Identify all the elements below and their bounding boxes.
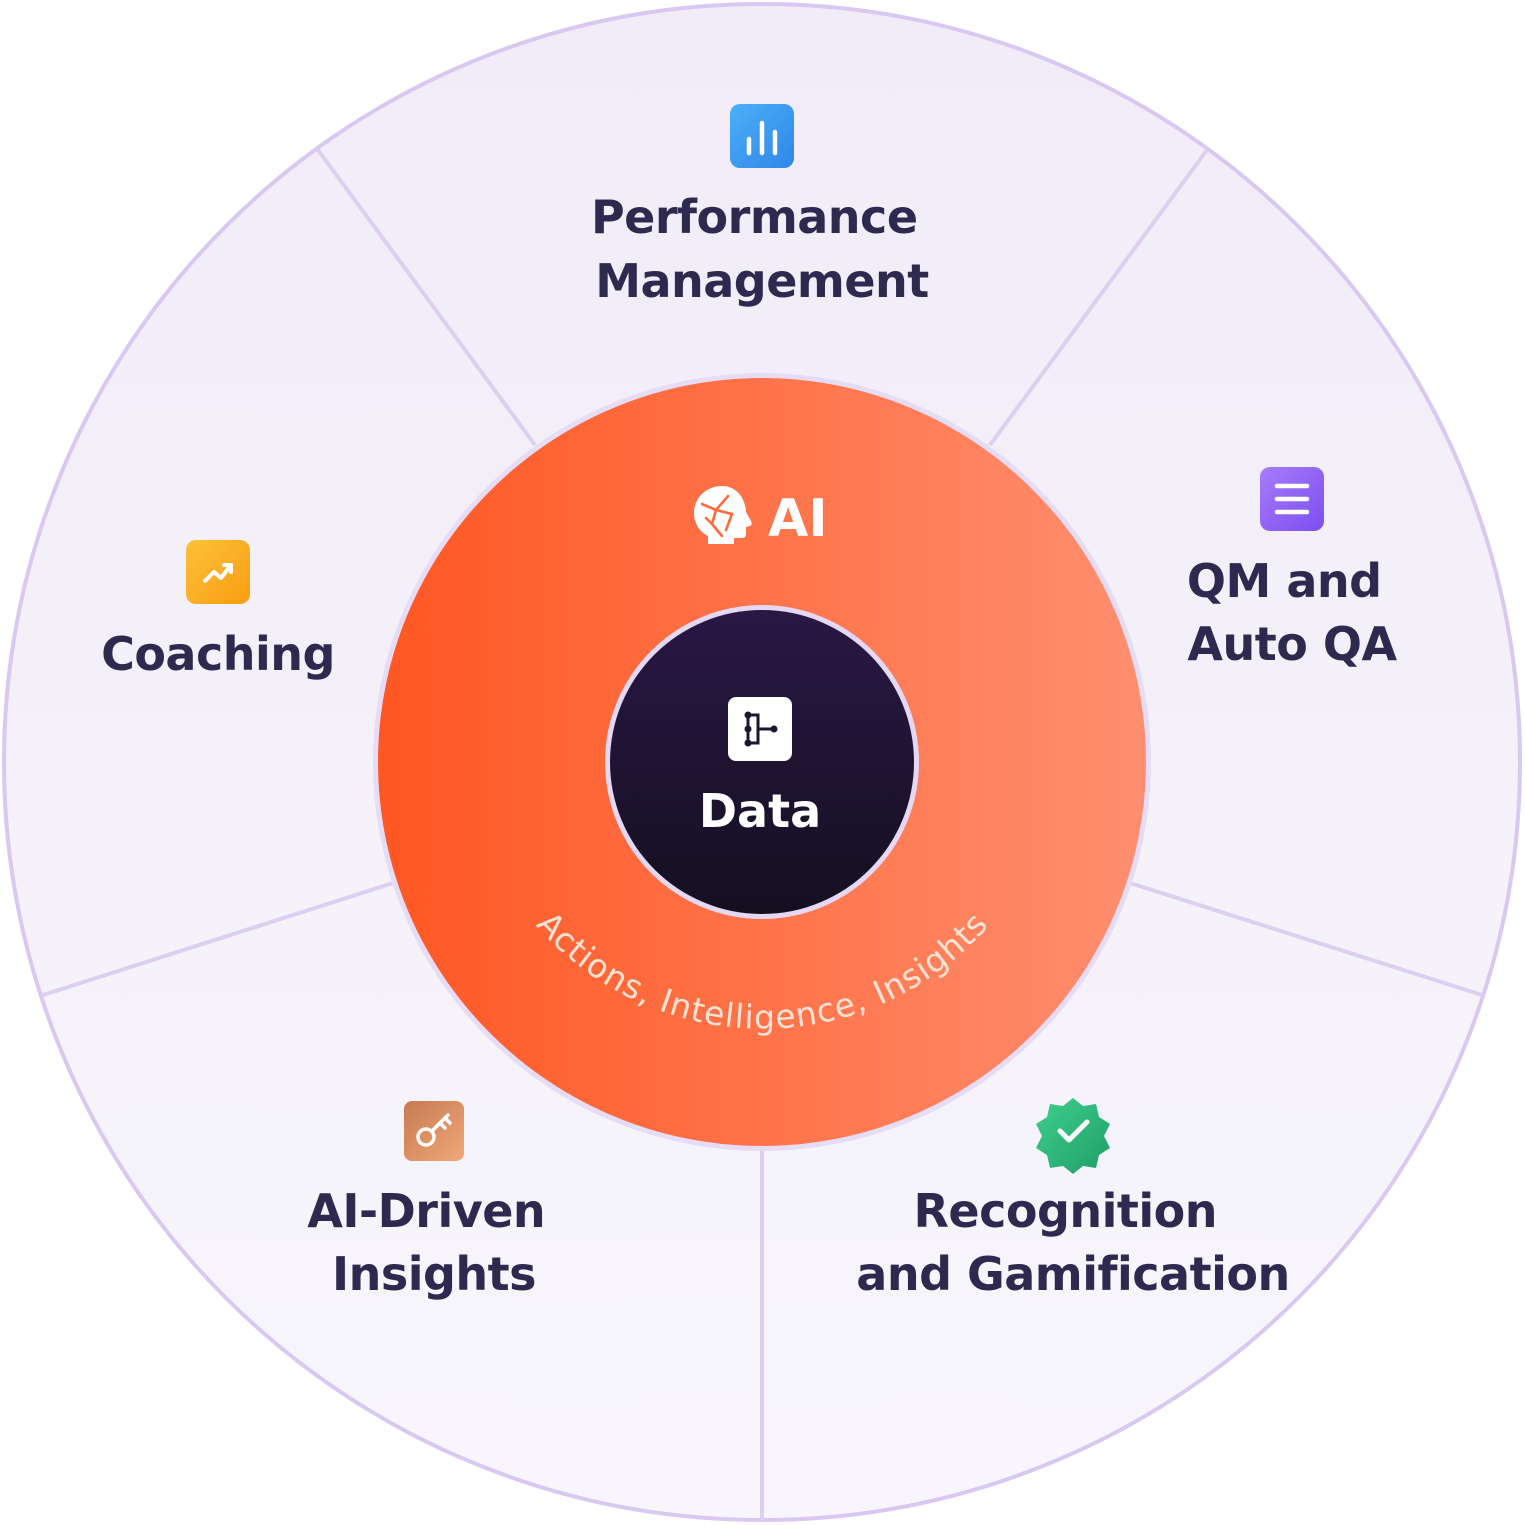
segment-ai-driven-insights[interactable]: AI-Driven Insights <box>307 1101 560 1301</box>
segment-coaching[interactable]: Coaching <box>101 540 335 681</box>
segment-recognition-gamification[interactable]: Recognition and Gamification <box>856 1098 1290 1301</box>
brain-head-icon <box>694 486 752 544</box>
segment-qm-auto-qa[interactable]: QM and Auto QA <box>1187 467 1398 671</box>
segment-performance-management[interactable]: Performance Management <box>591 104 933 308</box>
ai-label: AI <box>768 489 828 549</box>
segment-title: Coaching <box>101 627 335 681</box>
key-icon <box>404 1101 464 1161</box>
data-core <box>610 610 914 914</box>
bar-chart-icon <box>730 104 794 168</box>
divider-top-left <box>316 148 537 447</box>
badge-check-icon <box>1036 1098 1110 1174</box>
divider-left <box>42 881 394 997</box>
segment-dividers <box>42 148 1483 1520</box>
trending-up-icon <box>186 540 250 604</box>
divider-right <box>1129 881 1483 997</box>
segment-title: Recognition and Gamification <box>856 1184 1289 1301</box>
data-label: Data <box>699 784 821 838</box>
document-lines-icon <box>1260 467 1324 531</box>
segment-title: Performance Management <box>591 190 933 308</box>
segment-title: AI-Driven Insights <box>307 1184 560 1301</box>
data-flow-icon <box>728 697 792 761</box>
divider-top-right <box>988 148 1209 447</box>
segment-title: QM and Auto QA <box>1187 554 1398 671</box>
